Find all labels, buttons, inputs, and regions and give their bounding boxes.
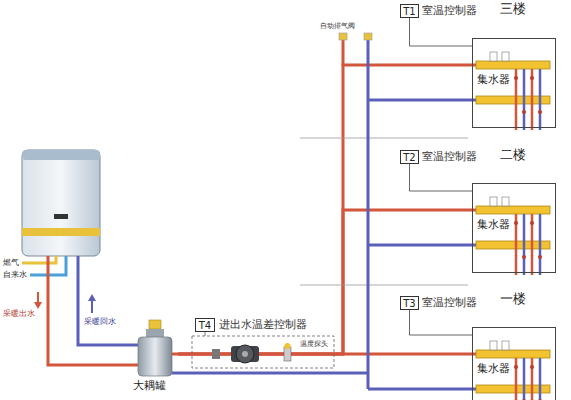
supply-pipe bbox=[178, 210, 472, 354]
text-label: 自来水 bbox=[3, 271, 27, 280]
controller-id: T1 bbox=[403, 6, 415, 17]
controller-box: T3 bbox=[400, 296, 419, 310]
text-label: 自动排气阀 bbox=[320, 23, 355, 31]
controller-id: T2 bbox=[403, 152, 415, 163]
controller-box: T2 bbox=[400, 150, 419, 164]
supply-pipe bbox=[178, 65, 472, 354]
control-wire bbox=[410, 310, 473, 335]
separator-tank: 大耦罐 bbox=[128, 328, 178, 396]
manifold-box: 集水器 bbox=[472, 327, 556, 400]
controller-id: T3 bbox=[403, 298, 415, 309]
controller-id: T4 bbox=[199, 320, 211, 331]
part-name: 集水器 bbox=[477, 74, 510, 86]
part-name: 集水器 bbox=[477, 363, 510, 375]
text-label: 进出水温差控制器 bbox=[219, 319, 307, 331]
control-wire bbox=[410, 164, 473, 191]
text-label: 温度探头 bbox=[300, 341, 328, 349]
text-label: 室温控制器 bbox=[422, 5, 477, 17]
text-label: 三楼 bbox=[500, 2, 526, 16]
part-name: 大耦罐 bbox=[133, 380, 166, 392]
text-label: 室温控制器 bbox=[422, 151, 477, 163]
controller-box: T1 bbox=[400, 4, 419, 18]
manifold-box: 集水器 bbox=[472, 183, 556, 273]
part-name: 集水器 bbox=[477, 219, 510, 231]
text-label: 采暖回水 bbox=[84, 318, 116, 327]
text-label: 室温控制器 bbox=[422, 297, 477, 309]
supply-pipe bbox=[178, 353, 472, 356]
text-label: 一楼 bbox=[500, 292, 526, 306]
controller-box: T4 bbox=[195, 318, 215, 332]
control-wire bbox=[410, 18, 473, 46]
text-label: 二楼 bbox=[500, 148, 526, 162]
text-label: 采暖出水 bbox=[3, 310, 35, 319]
manifold-box: 集水器 bbox=[472, 38, 556, 128]
text-label: 燃气 bbox=[3, 259, 19, 268]
